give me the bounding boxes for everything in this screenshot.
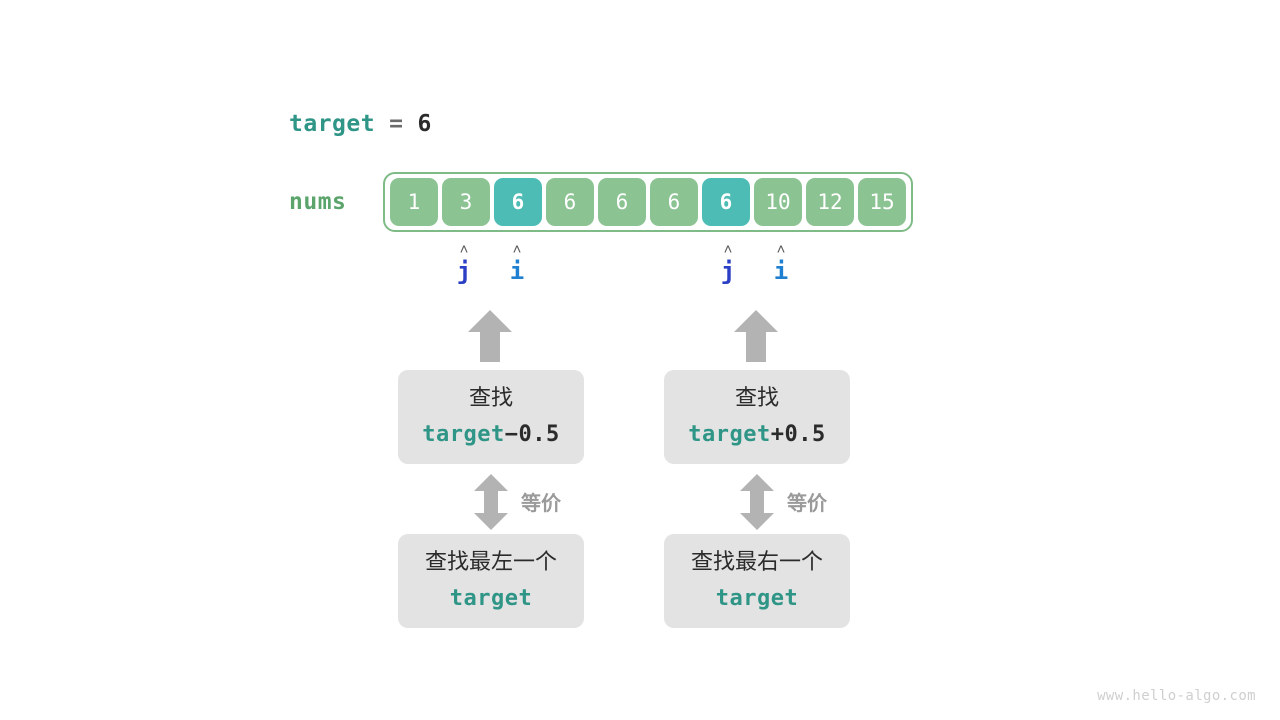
target-declaration: target = 6 [289, 111, 432, 137]
right-bottom-box: 查找最右一个 target [664, 534, 850, 628]
pointer-label-j: j [720, 257, 736, 285]
left-bottom-box-expression: target [450, 584, 532, 614]
array-cell-8: 12 [806, 178, 854, 226]
double-arrow-icon-right [740, 474, 774, 530]
target-variable-label: target [289, 111, 376, 137]
expression-variable: target [715, 586, 799, 611]
left-top-box: 查找 target−0.5 [398, 370, 584, 464]
equivalence-label-left: 等价 [521, 491, 561, 515]
nums-array: 1 3 6 6 6 6 6 10 12 15 [383, 172, 913, 232]
nums-array-label: nums [289, 189, 347, 215]
pointer-label-j: j [456, 257, 472, 285]
left-top-box-expression: target−0.5 [422, 420, 559, 450]
left-bottom-box: 查找最左一个 target [398, 534, 584, 628]
expression-operator: + [770, 422, 785, 447]
array-cell-6: 6 [702, 178, 750, 226]
array-cell-2: 6 [494, 178, 542, 226]
array-cell-7: 10 [754, 178, 802, 226]
pointer-label-i: i [509, 257, 525, 285]
array-cell-5: 6 [650, 178, 698, 226]
right-top-box-expression: target+0.5 [688, 420, 825, 450]
expression-variable: target [449, 586, 533, 611]
array-cell-4: 6 [598, 178, 646, 226]
up-arrow-icon-right [734, 310, 778, 362]
caret-icon: ˄ [512, 240, 522, 258]
array-cell-1: 3 [442, 178, 490, 226]
watermark: www.hello-algo.com [1097, 688, 1256, 704]
up-arrow-icon-left [468, 310, 512, 362]
expression-operator: − [504, 422, 519, 447]
expression-variable: target [422, 422, 505, 447]
pointer-marker-j-right: ˄ j [713, 242, 743, 286]
pointer-marker-i-left: ˄ i [502, 242, 532, 286]
left-bottom-box-title: 查找最左一个 [424, 550, 557, 575]
right-top-box: 查找 target+0.5 [664, 370, 850, 464]
right-bottom-box-title: 查找最右一个 [690, 550, 823, 575]
pointer-label-i: i [773, 257, 789, 285]
pointer-marker-j-left: ˄ j [449, 242, 479, 286]
double-arrow-icon-left [474, 474, 508, 530]
array-cell-9: 15 [858, 178, 906, 226]
equivalence-label-right: 等价 [787, 491, 827, 515]
expression-number: 0.5 [784, 422, 826, 447]
caret-icon: ˄ [459, 240, 469, 258]
caret-icon: ˄ [776, 240, 786, 258]
caret-icon: ˄ [723, 240, 733, 258]
array-cell-3: 6 [546, 178, 594, 226]
expression-number: 0.5 [518, 422, 560, 447]
left-top-box-title: 查找 [468, 386, 513, 411]
right-top-box-title: 查找 [734, 386, 779, 411]
right-bottom-box-expression: target [716, 584, 798, 614]
pointer-marker-i-right: ˄ i [766, 242, 796, 286]
array-cell-0: 1 [390, 178, 438, 226]
equals-sign: = [389, 111, 404, 137]
expression-variable: target [688, 422, 771, 447]
target-value: 6 [417, 111, 432, 137]
